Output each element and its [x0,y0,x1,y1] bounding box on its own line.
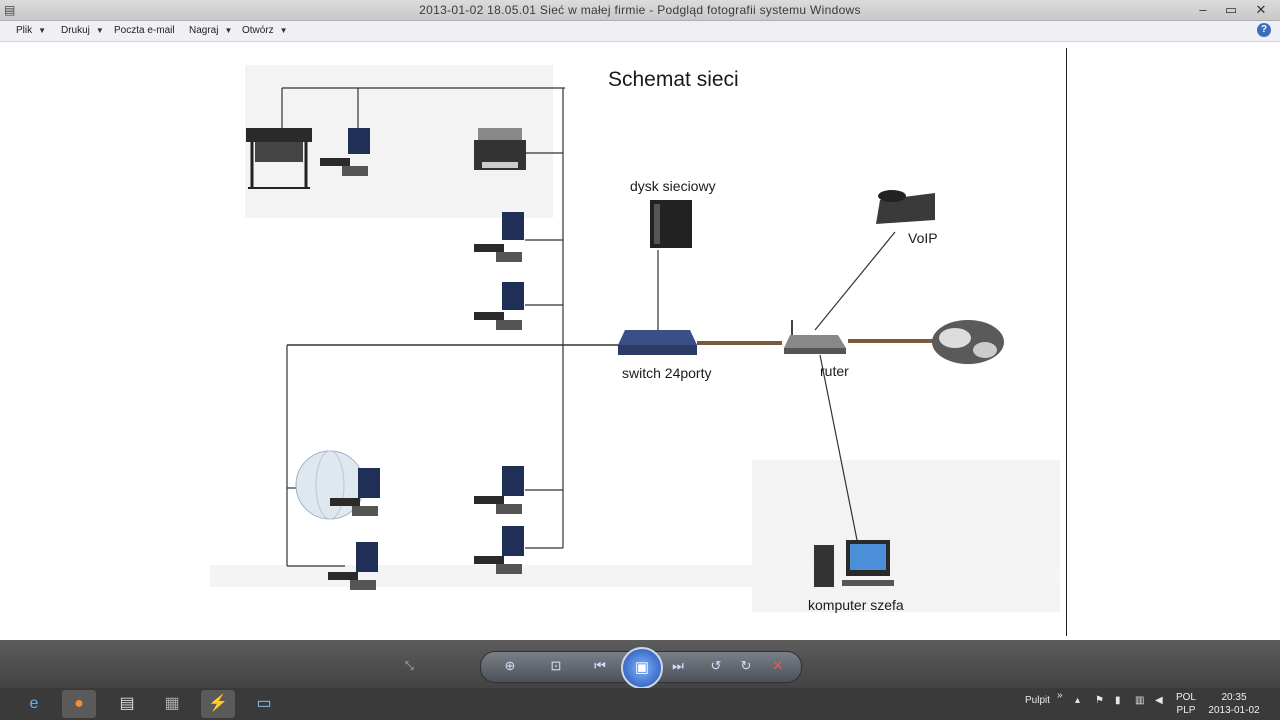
menu-email-label: Poczta e-mail [114,25,175,36]
next-icon[interactable]: ⏭ [672,658,684,673]
brown-cables [697,339,935,345]
volume-icon[interactable]: ◀ [1155,695,1163,706]
switch-icon [618,330,697,355]
taskbar [0,688,1280,720]
ie-icon[interactable]: e [29,695,39,712]
chevron-up-icon[interactable]: » [1057,690,1063,701]
menu-file[interactable]: Plik ▼ [16,23,46,39]
computer-icon [328,542,378,590]
help-icon[interactable]: ? [1257,23,1271,37]
printer-icon[interactable]: ▤ [119,695,135,712]
menu-bar: Plik ▼ Drukuj ▼ Poczta e-mail Nagraj ▼ Otwó… [0,21,1280,42]
zoom-icon[interactable]: ⊕ [504,658,516,673]
voip-label: VoIP [908,230,938,246]
fit-window-icon[interactable]: ⊡ [550,658,562,673]
diagram-title: Schemat sieci [608,68,739,91]
boss-zone [752,460,1060,612]
voip-phone-icon [876,190,935,224]
printer-icon [474,128,526,170]
minimize-icon[interactable]: – [1199,2,1207,17]
window-title: 2013-01-02 18.05.01 Sieć w małej firmie … [419,3,861,17]
menu-open-label: Otwórz [242,25,274,36]
network-diagram [210,65,1060,612]
maximize-icon[interactable]: ▭ [1224,2,1238,17]
archive-icon[interactable]: ▦ [164,695,180,712]
flag-icon[interactable]: ⚑ [1095,695,1104,706]
nas-label: dysk sieciowy [630,178,716,194]
computer-icon [474,526,524,574]
computer-icon [474,212,524,262]
menu-print[interactable]: Drukuj ▼ [61,23,104,39]
rotate-left-icon[interactable]: ↺ [710,658,722,673]
computer-icon [474,466,524,514]
language-indicator[interactable]: POL PLP [1166,691,1206,717]
router-label: ruter [820,363,849,379]
app-icon[interactable]: ▤ [4,3,16,17]
resize-icon[interactable]: ⤡ [405,660,414,672]
internet-cloud-icon [932,320,1004,364]
title-bar: ▤ 2013-01-02 18.05.01 Sieć w małej firmi… [0,0,1280,21]
nas-icon [650,200,692,248]
menu-email[interactable]: Poczta e-mail [114,23,175,39]
zoom-label [520,656,540,676]
boss-computer-icon [814,540,894,587]
chevron-down-icon: ▼ [38,26,47,35]
rotate-right-icon[interactable]: ↻ [740,658,752,673]
image-edge-line [1066,48,1067,636]
menu-burn[interactable]: Nagraj ▼ [189,23,232,39]
close-icon[interactable]: ✕ [1255,2,1267,17]
clock-date: 2013-01-02 [1208,705,1260,716]
chevron-down-icon: ▼ [279,26,288,35]
cabling [281,87,896,567]
firefox-icon[interactable]: ● [62,690,96,718]
winamp-icon[interactable]: ⚡ [201,690,235,718]
menu-print-label: Drukuj [61,25,90,36]
language-code: POL [1175,692,1196,703]
desktop-toolbar[interactable]: Pulpit [1025,695,1051,706]
plotter-icon [246,128,312,189]
previous-icon[interactable]: ⏮ [594,658,606,673]
power-icon[interactable]: ▮ [1115,695,1121,706]
menu-open[interactable]: Otwórz ▼ [242,23,288,39]
switch-label: switch 24porty [622,365,712,381]
chevron-down-icon: ▼ [95,26,104,35]
router-icon [784,320,846,354]
tray-expand-icon[interactable]: ▴ [1075,695,1081,706]
menu-file-label: Plik [16,25,33,36]
boss-computer-label: komputer szefa [808,597,904,613]
delete-icon[interactable]: ✕ [772,658,784,673]
menu-burn-label: Nagraj [189,25,219,36]
slideshow-icon[interactable]: ▣ [621,647,663,689]
keyboard-layout: PLP [1176,705,1196,716]
photo-viewer-icon[interactable]: ▭ [256,695,272,712]
clock-time: 20:35 [1221,692,1247,703]
computer-icon [320,128,370,176]
computer-icon [474,282,524,330]
computer-icon [330,468,380,516]
network-icon[interactable]: ▥ [1135,695,1145,706]
clock[interactable]: 20:35 2013-01-02 [1204,691,1264,717]
chevron-down-icon: ▼ [224,26,233,35]
